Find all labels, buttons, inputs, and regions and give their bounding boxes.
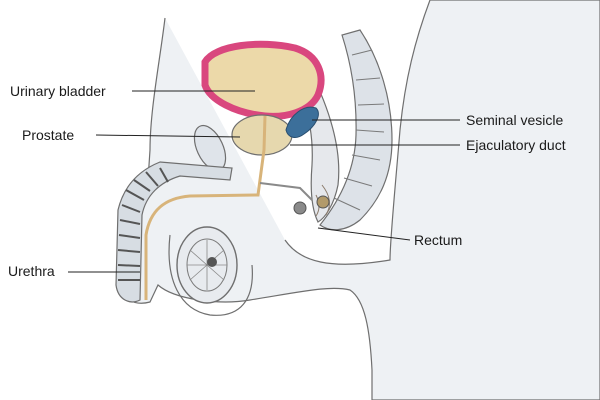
label-urinary-bladder: Urinary bladder [10, 83, 106, 99]
label-rectum: Rectum [414, 232, 463, 248]
leader-prostate [95, 134, 241, 138]
bulbourethral-gland [293, 201, 307, 215]
gland-small [316, 195, 330, 209]
penis-stripes [117, 167, 169, 281]
epididymis [207, 257, 217, 267]
urethra-path [144, 115, 267, 300]
sacrum-segments [333, 49, 385, 211]
ejaculatory-duct-path [259, 182, 313, 201]
urinary-bladder-shape [201, 40, 325, 120]
label-urethra: Urethra [8, 263, 55, 279]
leader-rectum [317, 227, 411, 241]
label-seminal-vesicle: Seminal vesicle [466, 112, 564, 128]
scrotum-outline [168, 234, 253, 316]
prostate-shape [231, 114, 293, 156]
label-prostate: Prostate [22, 127, 75, 143]
penis-shaft [115, 161, 233, 303]
testis-lobules [187, 240, 227, 290]
label-ejaculatory-duct: Ejaculatory duct [466, 137, 566, 153]
